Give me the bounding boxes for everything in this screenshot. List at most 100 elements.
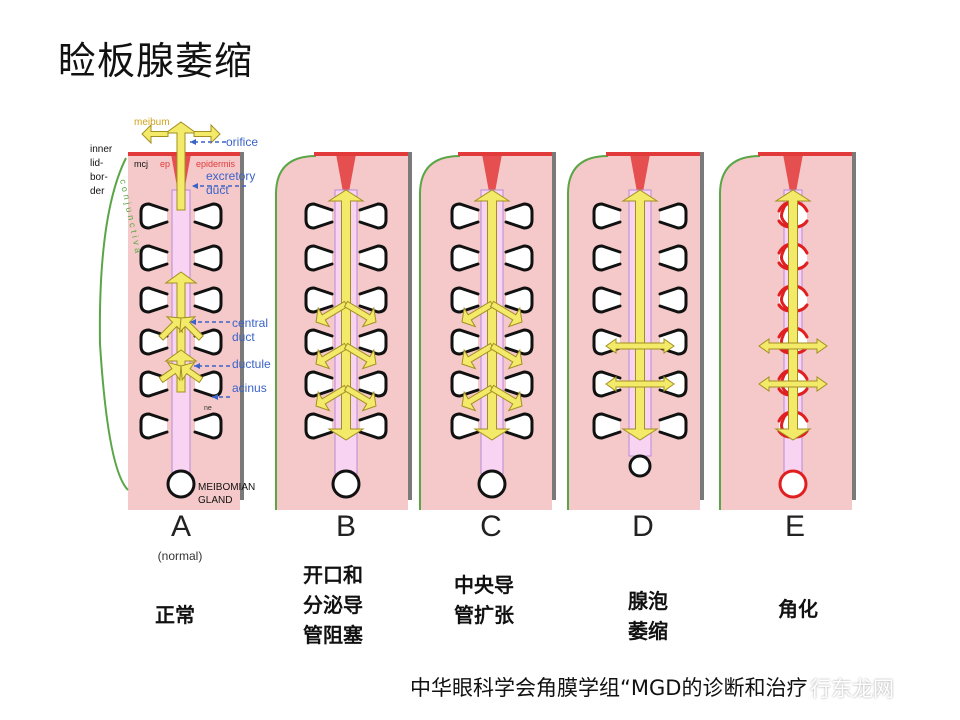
panel-b-arrow-branch-right <box>343 342 377 370</box>
panel-c-acinus-right <box>504 328 534 356</box>
caption-c-line-1: 中央导 <box>454 573 514 597</box>
panel-e <box>719 152 856 510</box>
panel-b-acinus-right <box>358 202 388 230</box>
leader-arrowhead-1 <box>190 139 196 145</box>
panel-a <box>98 121 244 510</box>
label-excretory-duct-2: duct <box>206 183 229 197</box>
panel-a-skin-shadow <box>240 152 244 500</box>
label-meibum: meibum <box>134 117 170 128</box>
panel-a-terminal-acinus <box>166 469 196 499</box>
panel-c-arrow-branch-left <box>461 342 495 370</box>
panel-d <box>567 152 704 510</box>
panel-e-epidermis <box>758 152 852 156</box>
label-central-duct-2: duct <box>232 330 255 344</box>
panel-c-acinus-right <box>504 244 534 272</box>
caption-d-line-1: 腺泡 <box>628 589 668 613</box>
panel-b-acinus-left <box>304 244 334 272</box>
panel-c <box>419 152 556 510</box>
panel-e-terminal-acinus <box>778 469 808 499</box>
panel-b-acinus-left <box>304 412 334 440</box>
panel-b-arrow-branch-left <box>315 300 349 328</box>
panel-e-arrow-lateral <box>758 338 828 354</box>
panel-c-arrow-branch-left <box>461 384 495 412</box>
panel-a-acinus-right <box>193 286 223 314</box>
leader-arrowhead-2 <box>192 183 198 189</box>
label-meibomian-gland-1: MEIBOMIAN <box>198 482 255 493</box>
source-citation: 中华眼科学会角膜学组“MGD的诊断和治疗 <box>410 676 808 700</box>
panel-d-arrow-lateral <box>605 338 675 354</box>
meibum-arrow-right <box>193 123 221 145</box>
panel-letter-e: E <box>784 510 805 543</box>
panel-b-acinus-left <box>304 370 334 398</box>
panel-b-conjunctiva-edge <box>275 155 317 510</box>
panel-c-arrow-central <box>473 189 511 441</box>
panel-a-acinus-left <box>139 286 169 314</box>
panel-c-acinus-left <box>450 412 480 440</box>
panel-d-conjunctiva-edge <box>567 155 609 510</box>
leader-arrowhead-3 <box>190 319 196 325</box>
panel-e-arrow-lateral <box>758 376 828 392</box>
panel-c-acinus-left <box>450 328 480 356</box>
label-inner-lid-border-4: der <box>90 186 105 197</box>
caption-b-line-1: 开口和 <box>303 563 363 587</box>
panel-b <box>275 152 412 510</box>
panel-d-acinus-left <box>592 286 622 314</box>
panel-b-arrow-branch-left <box>315 384 349 412</box>
panel-c-conjunctiva-edge <box>419 155 461 510</box>
panel-c-arrow-branch-right <box>489 342 523 370</box>
panel-letter-d: D <box>632 510 654 543</box>
caption-c-line-2: 管扩张 <box>454 603 514 627</box>
panel-b-arrow-branch-right <box>343 384 377 412</box>
caption-d: 腺泡 萎缩 <box>613 586 683 646</box>
caption-b: 开口和 分泌导 管阻塞 <box>293 560 373 650</box>
label-epidermis: epidermis <box>196 159 236 169</box>
panel-letter-b: B <box>335 510 356 543</box>
slide-title: 睑板腺萎缩 <box>58 39 254 83</box>
panel-b-acinus-right <box>358 370 388 398</box>
meibum-arrow-left <box>141 123 169 145</box>
panel-d-arrow-lateral <box>605 376 675 392</box>
label-mcj: mcj <box>134 159 148 169</box>
panel-a-arrow-ductule-right <box>179 316 204 341</box>
panel-d-epidermis <box>606 152 700 156</box>
panel-b-acinus-right <box>358 328 388 356</box>
panel-letter-c: C <box>480 510 502 543</box>
panel-c-acinus-left <box>450 202 480 230</box>
panel-c-arrow-branch-right <box>489 300 523 328</box>
label-ne: ne <box>204 405 212 412</box>
panel-b-arrow-branch-left <box>315 342 349 370</box>
panel-letter-a: A <box>170 510 191 543</box>
panels-layer <box>98 121 856 510</box>
leader-arrowhead-5 <box>212 394 218 400</box>
label-meibomian-gland-2: GLAND <box>198 495 232 506</box>
panel-c-acinus-right <box>504 412 534 440</box>
caption-a: 正常 <box>140 600 210 630</box>
panel-c-terminal-acinus <box>477 469 507 499</box>
panel-d-acinus-right <box>658 286 688 314</box>
panel-a-acinus-left <box>139 412 169 440</box>
panel-d-acinus-right <box>658 202 688 230</box>
panel-b-acinus-left <box>304 202 334 230</box>
caption-e-line-1: 角化 <box>778 597 818 621</box>
panel-c-acinus-right <box>504 370 534 398</box>
panel-e-arrow-central <box>774 189 812 441</box>
panel-b-terminal-acinus <box>331 469 361 499</box>
panel-e-conjunctiva-edge <box>719 155 761 510</box>
panel-b-acinus-right <box>358 244 388 272</box>
label-ductule: ductule <box>232 357 271 371</box>
panel-a-conjunctiva-edge <box>98 157 129 491</box>
label-inner-lid-border-2: lid- <box>90 158 103 169</box>
leader-arrowhead-4 <box>194 363 200 369</box>
caption-b-line-3: 管阻塞 <box>303 623 363 647</box>
panel-d-acinus-left <box>592 202 622 230</box>
panel-c-arrow-branch-right <box>489 384 523 412</box>
panel-c-arrow-branch-left <box>461 300 495 328</box>
panel-e-skin-shadow <box>852 152 856 500</box>
caption-c: 中央导 管扩张 <box>444 570 524 630</box>
label-ep: ep <box>160 159 170 169</box>
panel-d-terminal-acinus <box>628 454 652 478</box>
panel-a-arrow-ductule-left <box>158 316 183 341</box>
panel-b-acinus-left <box>304 286 334 314</box>
panel-d-arrow-central <box>621 189 659 441</box>
